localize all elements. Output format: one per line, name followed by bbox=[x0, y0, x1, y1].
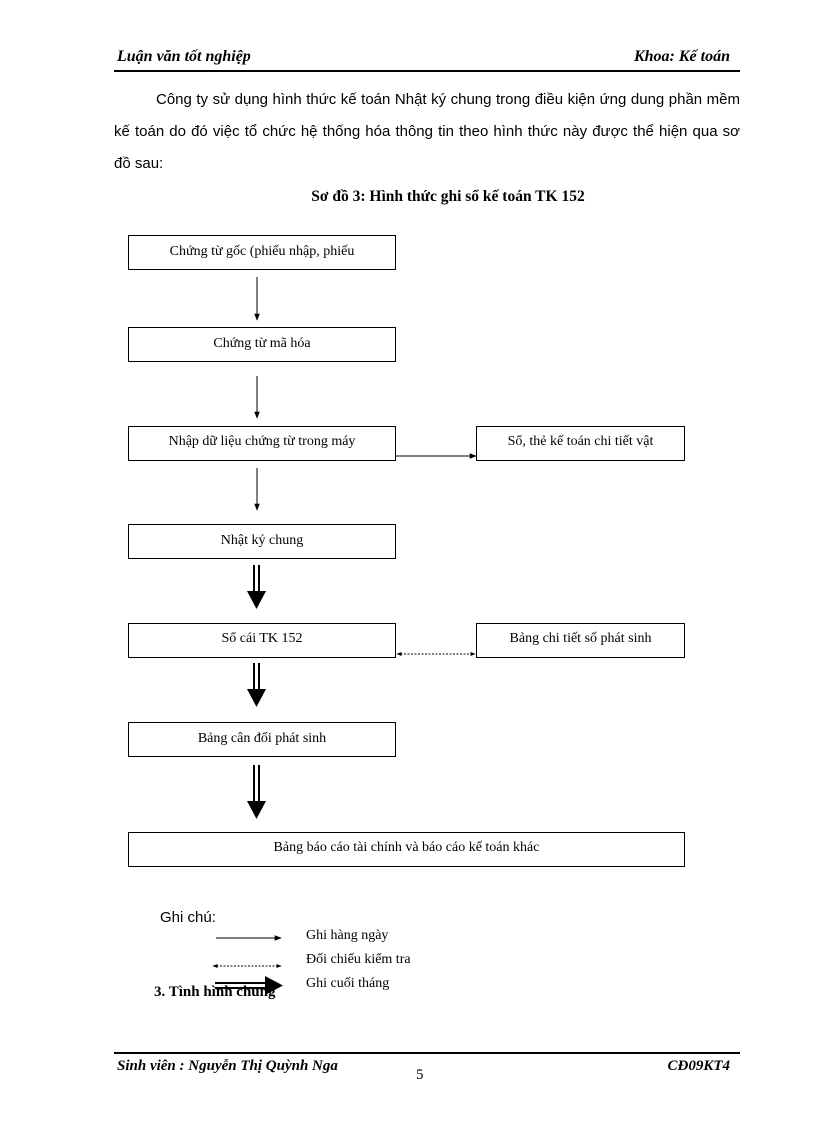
section-heading: 3. Tình hình chung bbox=[154, 984, 276, 1000]
page-number: 5 bbox=[416, 1067, 424, 1083]
legend-reconcile-label: Đối chiếu kiểm tra bbox=[306, 952, 411, 967]
box-nhat-ky-chung: Nhật ký chung bbox=[128, 524, 396, 559]
header-right: Khoa: Kế toán bbox=[633, 48, 730, 65]
box-bang-chi-tiet: Bảng chi tiết số phát sinh bbox=[476, 623, 685, 658]
arrow-monthly-2 bbox=[247, 663, 266, 707]
header-left: Luận văn tốt nghiệp bbox=[117, 48, 251, 65]
header-rule bbox=[114, 70, 740, 72]
footer-rule bbox=[114, 1052, 740, 1054]
legend-daily-label: Ghi hàng ngày bbox=[306, 928, 389, 943]
box-chung-tu-goc: Chứng từ gốc (phiếu nhập, phiếu bbox=[128, 235, 396, 270]
intro-text: Công ty sử dụng hình thức kế toán Nhật k… bbox=[114, 91, 740, 172]
box-chung-tu-ma-hoa: Chứng từ mã hóa bbox=[128, 327, 396, 362]
legend-backdrop bbox=[300, 980, 420, 998]
figure-title: Sơ đồ 3: Hình thức ghi sổ kế toán TK 152 bbox=[311, 188, 585, 205]
box-so-cai: Sổ cái TK 152 bbox=[128, 623, 396, 658]
footer-left: Sinh viên : Nguyễn Thị Quỳnh Nga bbox=[117, 1058, 338, 1074]
arrow-monthly-3 bbox=[247, 765, 266, 819]
footer-right: CĐ09KT4 bbox=[667, 1058, 730, 1074]
box-bang-can-doi: Bảng cân đối phát sinh bbox=[128, 722, 396, 757]
legend-monthly-icon bbox=[215, 976, 283, 995]
intro-paragraph: Công ty sử dụng hình thức kế toán Nhật k… bbox=[114, 84, 740, 180]
box-nhap-du-lieu: Nhập dữ liệu chứng từ trong máy bbox=[128, 426, 396, 461]
box-so-the-chi-tiet: Sổ, thẻ kế toán chi tiết vật bbox=[476, 426, 685, 461]
legend-monthly-label: Ghi cuối tháng bbox=[306, 976, 390, 991]
box-bang-bao-cao: Bảng báo cáo tài chính và báo cáo kế toá… bbox=[128, 832, 685, 867]
arrow-monthly-1 bbox=[247, 565, 266, 609]
legend-title: Ghi chú: bbox=[160, 909, 216, 926]
